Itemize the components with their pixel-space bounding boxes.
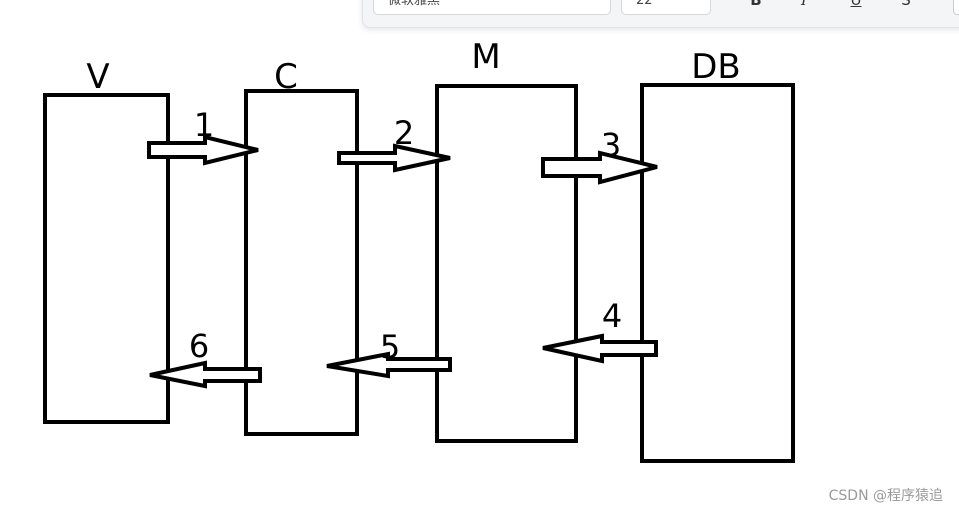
arrow-1 [147, 134, 259, 166]
font-size-select[interactable]: 22 [621, 0, 711, 15]
watermark: CSDN @程序猿追 [828, 488, 943, 504]
more-options-button[interactable] [953, 0, 959, 15]
arrow-6 [149, 360, 262, 389]
arrow-2 [337, 143, 451, 173]
arrow-label-1: 1 [194, 106, 214, 144]
arrow-4 [542, 333, 658, 364]
arrow-label-6: 6 [189, 327, 209, 365]
underline-button[interactable]: U [850, 0, 862, 9]
bold-button[interactable]: B [750, 0, 762, 9]
arrow-label-4: 4 [602, 297, 622, 335]
box-label-c: C [274, 57, 298, 97]
font-family-select[interactable]: 微软雅黑 [373, 0, 611, 15]
arrow-label-5: 5 [380, 328, 400, 366]
box-m [435, 84, 578, 443]
strikethrough-button[interactable]: S [901, 0, 911, 9]
box-label-db: DB [691, 47, 741, 87]
arrow-label-2: 2 [394, 114, 414, 152]
box-db [640, 83, 795, 463]
italic-button[interactable]: I [801, 0, 807, 9]
box-label-v: V [86, 57, 109, 97]
arrow-label-3: 3 [601, 126, 621, 164]
box-label-m: M [471, 37, 500, 77]
box-v [43, 93, 170, 424]
arrow-5 [326, 351, 452, 379]
text-format-toolbar: 微软雅黑 22 B I U S [362, 0, 959, 28]
box-c [244, 89, 359, 436]
arrow-3 [541, 150, 658, 185]
